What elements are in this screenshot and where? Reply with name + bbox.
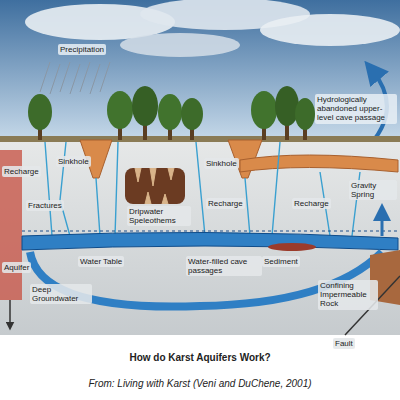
abandoned-cave-passage — [240, 155, 398, 172]
part-label: Fractures — [26, 200, 64, 211]
cave-chamber — [125, 168, 185, 204]
part-label: Precipitation — [58, 44, 106, 55]
part-label: Dripwater Speleothems — [127, 206, 191, 226]
tree-crown — [181, 98, 203, 130]
caption: From: Living with Karst (Veni and DuChen… — [0, 378, 400, 389]
cloud — [120, 33, 240, 57]
tree-crown — [132, 86, 158, 126]
part-label: Sinkhole — [56, 156, 91, 167]
title: How do Karst Aquifers Work? — [0, 352, 400, 363]
part-label: Aquifer — [2, 262, 31, 273]
part-label: Recharge — [292, 198, 331, 209]
part-label: Recharge — [206, 198, 245, 209]
part-label: Water Table — [78, 256, 124, 267]
water-filled-conduit — [22, 232, 398, 250]
part-label: Sediment — [262, 256, 300, 267]
water-table-line — [22, 230, 398, 231]
part-label: Hydrologically abandoned upper-level cav… — [315, 94, 397, 124]
tree-crown — [295, 98, 315, 130]
part-label: Sinkhole — [204, 158, 239, 169]
soil-surface — [0, 136, 400, 142]
tree-crown — [28, 94, 52, 130]
part-label: Confining Impermeable Rock — [318, 280, 378, 310]
part-label: Fault — [333, 338, 355, 349]
tree-crown — [107, 91, 133, 129]
part-label: Deep Groundwater — [30, 284, 92, 304]
part-label: Recharge — [2, 166, 41, 177]
limestone-rock — [0, 140, 400, 335]
downflow-arrow — [9, 300, 11, 326]
fractures — [45, 142, 360, 236]
tree-crown — [251, 91, 277, 129]
speleothems — [135, 168, 174, 204]
sediment-deposit — [268, 243, 316, 251]
tree-crown — [275, 86, 299, 126]
part-label: Gravity Spring — [349, 180, 397, 200]
spring-outflow — [381, 212, 384, 236]
part-label: Water-filled cave passages — [186, 256, 262, 276]
cloud — [260, 14, 400, 46]
tree-crown — [158, 94, 182, 130]
rain — [40, 62, 110, 94]
